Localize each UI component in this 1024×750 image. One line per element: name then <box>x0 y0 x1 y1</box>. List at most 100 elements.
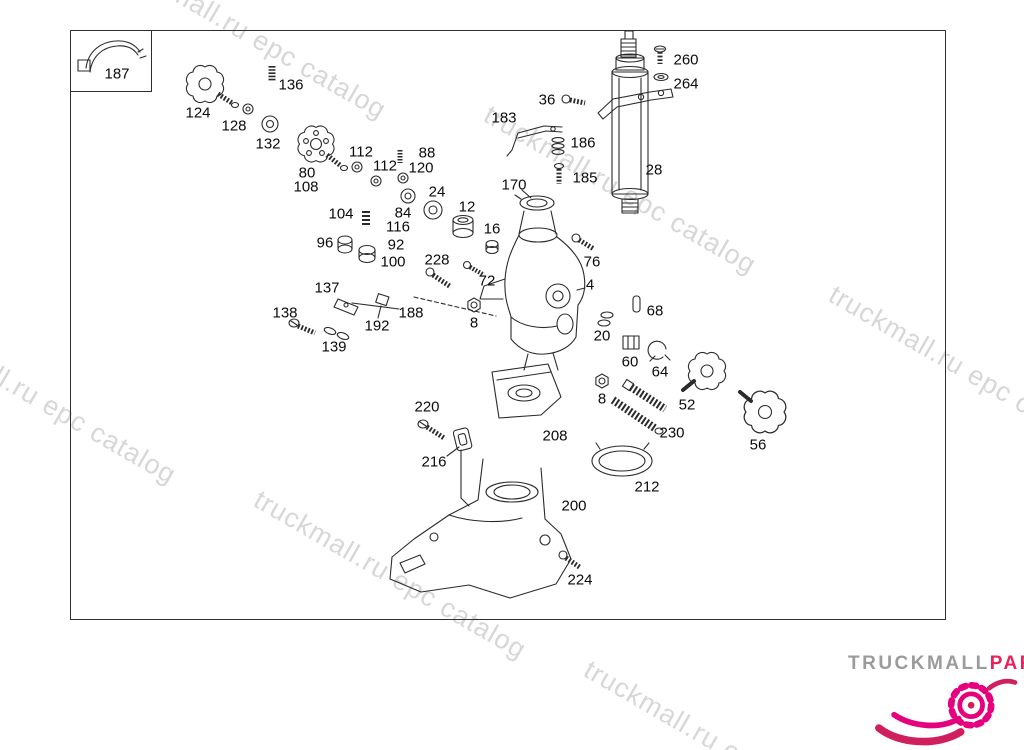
part-96-bushing <box>337 235 353 254</box>
part-label-188: 188 <box>398 304 424 322</box>
part-label-24: 24 <box>428 183 446 201</box>
part-label-186: 186 <box>570 134 596 152</box>
part-52-shaft <box>621 378 668 413</box>
part-36-screw <box>561 94 586 106</box>
part-label-208: 208 <box>542 427 568 445</box>
part-56-knob <box>738 390 787 434</box>
part-label-132: 132 <box>255 135 281 153</box>
part-label-52: 52 <box>678 396 696 414</box>
part-264-washer <box>653 72 669 82</box>
part-120-washer <box>397 172 409 184</box>
part-170-ring <box>514 194 555 211</box>
part-52-knob <box>681 351 727 392</box>
part-139-washers <box>323 326 350 341</box>
part-80-rotor <box>297 125 349 172</box>
part-64-clip <box>647 340 671 362</box>
part-label-36: 36 <box>538 91 556 109</box>
part-label-80: 80 <box>298 164 316 182</box>
part-label-8: 8 <box>469 314 479 332</box>
part-185-bolt <box>553 162 565 184</box>
part-20-washers <box>597 311 614 327</box>
part-label-120: 120 <box>408 159 434 177</box>
part-label-8: 8 <box>597 390 607 408</box>
part-212-clamp <box>591 442 653 477</box>
part-label-4: 4 <box>585 276 595 294</box>
part-72-screw <box>462 260 486 277</box>
part-label-100: 100 <box>380 253 406 271</box>
brand-primary: TRUCKMALL <box>848 653 990 674</box>
part-label-187: 187 <box>104 65 130 83</box>
part-label-230: 230 <box>659 424 685 442</box>
part-216-plate <box>452 427 473 452</box>
part-8-nut <box>595 373 609 389</box>
part-label-139: 139 <box>321 338 347 356</box>
part-24-washer <box>423 200 443 220</box>
brand-accent: PARTS <box>989 653 1024 674</box>
part-label-84: 84 <box>394 204 412 222</box>
part-label-212: 212 <box>634 478 660 496</box>
part-label-264: 264 <box>673 75 699 93</box>
part-label-128: 128 <box>221 117 247 135</box>
part-label-170: 170 <box>501 176 527 194</box>
part-183-bracket <box>506 125 563 157</box>
leader-line-4 <box>576 287 586 291</box>
part-label-60: 60 <box>621 353 639 371</box>
part-label-224: 224 <box>567 571 593 589</box>
part-label-124: 124 <box>185 104 211 122</box>
diagram-frame <box>70 30 946 620</box>
part-label-104: 104 <box>328 205 354 223</box>
part-label-88: 88 <box>418 144 436 162</box>
part-label-138: 138 <box>272 304 298 322</box>
part-label-96: 96 <box>316 234 334 252</box>
part-label-192: 192 <box>364 317 390 335</box>
part-8-nut <box>467 297 481 313</box>
part-230-shaft <box>610 396 664 435</box>
part-label-260: 260 <box>673 51 699 69</box>
part-label-228: 228 <box>424 251 450 269</box>
leader-line-dashed <box>413 296 497 317</box>
part-186-spring <box>551 137 565 155</box>
part-label-16: 16 <box>483 220 501 238</box>
part-200-housing <box>389 458 572 599</box>
part-label-116: 116 <box>386 218 410 236</box>
part-132-nut <box>261 115 279 133</box>
part-label-200: 200 <box>561 497 587 515</box>
part-12-bushing <box>452 214 474 239</box>
part-124-knob <box>185 64 240 109</box>
part-228-screw <box>425 267 453 290</box>
part-28-cylinder <box>597 30 674 214</box>
leader-line-188 <box>351 302 400 310</box>
part-label-185: 185 <box>572 169 598 187</box>
part-label-112: 112 <box>349 143 373 161</box>
part-112-washer <box>370 175 382 187</box>
part-84-washer <box>400 188 416 204</box>
part-label-112: 112 <box>373 157 397 175</box>
part-label-216: 216 <box>421 453 447 471</box>
part-4-housing <box>479 210 586 371</box>
part-220-screw <box>417 419 446 441</box>
part-label-136: 136 <box>278 76 304 94</box>
part-112-washer <box>351 161 363 173</box>
part-label-64: 64 <box>651 363 669 381</box>
part-68-pin <box>632 295 641 313</box>
brand-wordmark: TRUCKMALLPARTS <box>848 653 1024 675</box>
part-label-56: 56 <box>749 436 767 454</box>
part-137-bracket <box>333 298 359 316</box>
part-224-screw <box>558 550 583 571</box>
part-208-boot <box>491 363 562 419</box>
part-label-92: 92 <box>387 236 405 254</box>
part-60-clamp <box>622 335 640 350</box>
part-label-108: 108 <box>293 178 319 196</box>
part-label-137: 137 <box>314 279 340 297</box>
part-label-76: 76 <box>583 253 601 271</box>
brand-gear-icon <box>875 678 1018 746</box>
part-92-bushing <box>358 244 376 264</box>
part-label-12: 12 <box>458 198 476 216</box>
part-16-cap <box>485 239 499 255</box>
part-138-screw <box>288 318 316 336</box>
part-76-screw <box>571 233 596 252</box>
part-192-plate <box>375 293 390 319</box>
leader-line-216 <box>446 446 470 507</box>
